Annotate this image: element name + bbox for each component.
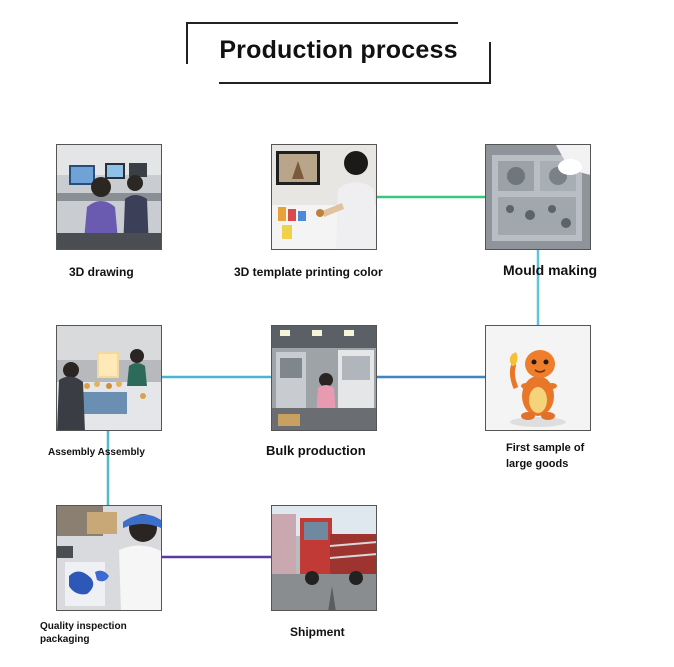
title-frame-corner-bottom-right: [219, 42, 491, 84]
step-label-assembly: Assembly Assembly: [48, 447, 145, 458]
step-label-3d-template-printing: 3D template printing color: [234, 265, 383, 279]
page-title: Production process: [219, 36, 458, 64]
title-frame-corner-top-left: [186, 22, 458, 64]
photo-truck-loading: [271, 505, 377, 611]
title-frame: Production process: [186, 22, 491, 84]
step-label-shipment: Shipment: [290, 625, 345, 639]
step-label-3d-drawing: 3D drawing: [69, 265, 134, 279]
photo-inspection-packaging: [56, 505, 162, 611]
step-label-mould-making: Mould making: [503, 262, 598, 278]
step-label-first-sample: First sample of large goods: [506, 442, 585, 470]
photo-office-workstations: [56, 144, 162, 250]
step-label-bulk-production: Bulk production: [266, 443, 366, 458]
photo-painting-prototype: [271, 144, 377, 250]
photo-factory-floor: [271, 325, 377, 431]
photo-orange-figure: [485, 325, 591, 431]
photo-metal-mould: [485, 144, 591, 250]
step-label-quality-inspection: Quality inspection packaging: [40, 621, 127, 645]
photo-assembly-table: [56, 325, 162, 431]
